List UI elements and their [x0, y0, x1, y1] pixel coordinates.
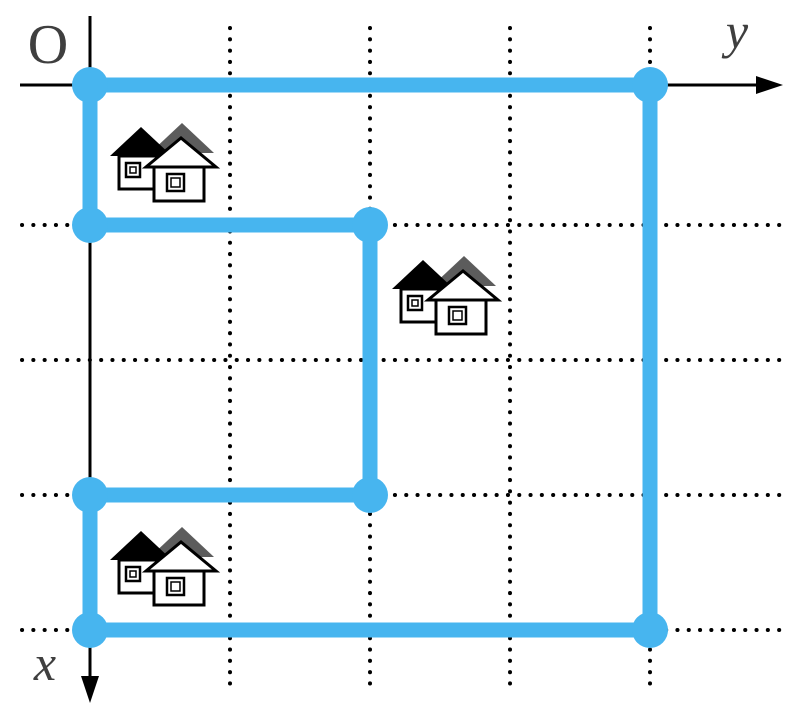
house-left-window-pane [129, 570, 137, 578]
route-node [72, 477, 108, 513]
house-left-roof [110, 531, 172, 560]
houses-icon [392, 256, 503, 336]
house-left-window [124, 565, 142, 583]
route-layer [72, 67, 668, 648]
route-node [72, 207, 108, 243]
route-node [632, 67, 668, 103]
house-left-window [124, 161, 142, 179]
house-left-roof [392, 260, 454, 289]
y-axis-arrowhead [756, 76, 783, 94]
houses-layer [110, 123, 503, 607]
route-node [632, 612, 668, 648]
route-node [352, 477, 388, 513]
route-node [352, 207, 388, 243]
labels-layer: O y x [28, 3, 749, 691]
house-front-window-pane [170, 581, 181, 592]
house-front-window [447, 305, 468, 326]
house-left-window-pane [411, 299, 419, 307]
route-node [72, 612, 108, 648]
origin-label: O [28, 14, 68, 76]
house-front-window [165, 172, 186, 193]
house-front-window-pane [452, 310, 463, 321]
route-node [72, 67, 108, 103]
house-left-window [406, 294, 424, 312]
house-front-window-pane [170, 177, 181, 188]
x-axis-label: x [33, 635, 56, 691]
houses-icon [110, 527, 221, 607]
x-axis-arrowhead [81, 676, 99, 703]
house-front-window [165, 576, 186, 597]
y-axis-label: y [721, 3, 749, 59]
house-left-window-pane [129, 166, 137, 174]
house-left-roof [110, 127, 172, 156]
houses-icon [110, 123, 221, 203]
